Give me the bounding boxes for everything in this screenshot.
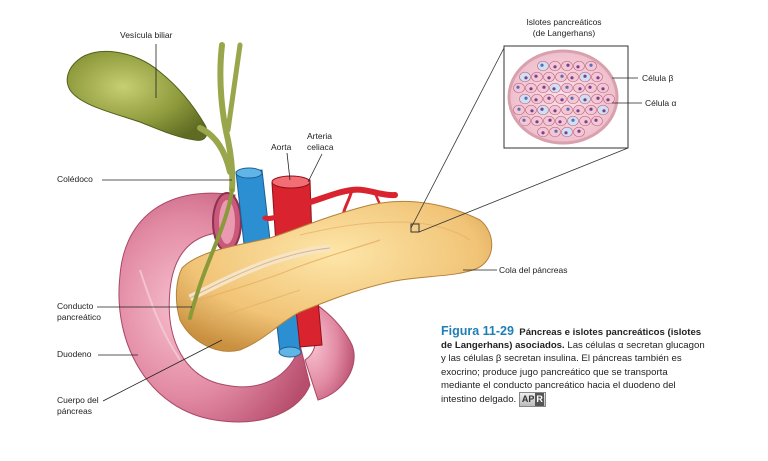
cell-nucleus bbox=[588, 86, 591, 89]
celiac-label-line2: celiaca bbox=[307, 142, 333, 153]
cell-nucleus bbox=[565, 86, 568, 89]
cell-nucleus bbox=[601, 87, 604, 90]
cell-nucleus bbox=[524, 97, 527, 100]
cell-nucleus bbox=[564, 131, 567, 134]
cell-nucleus bbox=[596, 76, 599, 79]
cell-nucleus bbox=[602, 109, 605, 112]
islets-label: Islotes pancreáticos (de Langerhans) bbox=[525, 17, 603, 39]
cell-nucleus bbox=[529, 87, 532, 90]
cell-nucleus bbox=[577, 130, 580, 133]
celiac-label-line1: Arteria bbox=[307, 131, 333, 142]
body-label-line1: Cuerpo del bbox=[57, 395, 99, 406]
cell-nucleus bbox=[517, 108, 520, 111]
cell-nucleus bbox=[540, 64, 543, 67]
celiac-artery-label: Arteria celiaca bbox=[307, 131, 333, 153]
cell-nucleus bbox=[553, 109, 556, 112]
body-label-line2: páncreas bbox=[57, 406, 99, 417]
cell-nucleus bbox=[548, 119, 551, 122]
pancreas-tail-label: Cola del páncreas bbox=[499, 265, 568, 276]
cell-nucleus bbox=[522, 119, 525, 122]
common-bile-duct-label: Colédoco bbox=[57, 174, 93, 185]
figure-number: Figura 11-29 bbox=[441, 324, 514, 338]
cell-nucleus bbox=[534, 98, 537, 101]
duodenum-label: Duodeno bbox=[57, 349, 92, 360]
cell-nucleus bbox=[553, 65, 556, 68]
cell-nucleus bbox=[576, 65, 579, 68]
cell-nucleus bbox=[578, 87, 581, 90]
cell-nucleus bbox=[541, 131, 544, 134]
gallbladder-label: Vesícula biliar bbox=[120, 30, 172, 41]
islet-inset bbox=[504, 46, 628, 148]
cell-nucleus bbox=[576, 109, 579, 112]
cell-nucleus bbox=[540, 108, 543, 111]
cell-nucleus bbox=[542, 86, 545, 89]
apr-badge-ap: AP bbox=[521, 393, 536, 406]
cell-nucleus bbox=[596, 97, 599, 100]
pancreas-body-label: Cuerpo del páncreas bbox=[57, 395, 99, 417]
cell-nucleus bbox=[558, 120, 561, 123]
cell-nucleus bbox=[560, 98, 563, 101]
gallbladder bbox=[67, 51, 230, 172]
cell-nucleus bbox=[606, 98, 609, 101]
beta-cell-label: Célula β bbox=[642, 73, 673, 84]
aorta-label: Aorta bbox=[271, 142, 291, 153]
pancreatic-duct-label: Conducto pancreático bbox=[57, 301, 101, 323]
cell-nucleus bbox=[547, 97, 550, 100]
cell-nucleus bbox=[566, 108, 569, 111]
apr-badge-r: R bbox=[535, 393, 544, 406]
cell-nucleus bbox=[524, 76, 527, 79]
cell-nucleus bbox=[560, 75, 563, 78]
cell-nucleus bbox=[547, 76, 550, 79]
cell-nucleus bbox=[530, 109, 533, 112]
cell-nucleus bbox=[589, 64, 592, 67]
cell-nucleus bbox=[583, 98, 586, 101]
figure-caption: Figura 11-29 Páncreas e islotes pancreát… bbox=[441, 325, 709, 407]
cell-nucleus bbox=[584, 120, 587, 123]
islets-label-line1: Islotes pancreáticos bbox=[525, 17, 603, 28]
inset-connector-line bbox=[419, 148, 628, 232]
cell-nucleus bbox=[554, 130, 557, 133]
alpha-cell-label: Célula α bbox=[645, 98, 676, 109]
duct-label-line1: Conducto bbox=[57, 301, 101, 312]
duct-label-line2: pancreático bbox=[57, 312, 101, 323]
cell-nucleus bbox=[535, 120, 538, 123]
cell-nucleus bbox=[516, 86, 519, 89]
islets-label-line2: (de Langerhans) bbox=[525, 28, 603, 39]
inset-connector-line bbox=[411, 48, 504, 228]
cell-nucleus bbox=[570, 97, 573, 100]
cell-nucleus bbox=[552, 87, 555, 90]
cell-nucleus bbox=[571, 119, 574, 122]
cell-nucleus bbox=[566, 64, 569, 67]
cell-nucleus bbox=[534, 75, 537, 78]
cell-nucleus bbox=[583, 75, 586, 78]
cell-nucleus bbox=[594, 119, 597, 122]
cell-nucleus bbox=[589, 108, 592, 111]
cell-nucleus bbox=[570, 76, 573, 79]
